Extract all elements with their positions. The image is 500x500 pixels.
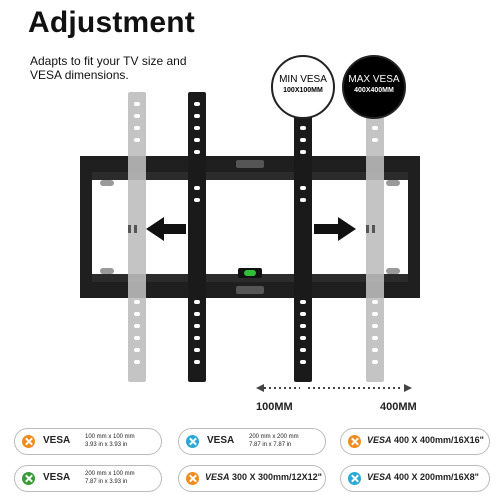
check-icon — [22, 435, 35, 448]
max-vesa-badge: MAX VESA 400X400MM — [342, 55, 406, 119]
right-arrow-icon — [314, 217, 375, 241]
legend-item-vesa-400x200: VESA 400 X 200mm/16X8" — [340, 465, 490, 492]
check-icon — [22, 472, 35, 485]
min-vesa-badge: MIN VESA 100X100MM — [271, 55, 335, 119]
legend-item-vesa-300x300: VESA 300 X 300mm/12X12" — [178, 465, 326, 492]
legend-text: VESA 400 X 400mm/16X16" — [367, 435, 484, 445]
legend-text: VESA 300 X 300mm/12X12" — [205, 472, 322, 482]
legend-label: VESA — [207, 435, 235, 446]
max-dimension-label: 400MM — [380, 401, 417, 413]
page-subtitle: Adapts to fit your TV size and VESA dime… — [30, 54, 187, 82]
legend-label: VESA — [43, 435, 71, 446]
dimension-arrows — [256, 384, 412, 392]
check-icon — [186, 472, 199, 485]
arm-left — [188, 92, 206, 382]
ghost-arm-holes — [134, 102, 378, 364]
min-vesa-size: 100X100MM — [283, 87, 323, 94]
legend-text: VESA 400 X 200mm/16X8" — [367, 472, 479, 482]
wall-plate-slots — [100, 160, 400, 294]
max-vesa-label: MAX VESA — [348, 74, 400, 85]
bubble-level — [238, 268, 262, 278]
check-icon — [186, 435, 199, 448]
left-arrow-icon — [128, 217, 186, 241]
min-dimension-label: 100MM — [256, 401, 293, 413]
check-icon — [348, 435, 361, 448]
check-icon — [348, 472, 361, 485]
page-title: Adjustment — [28, 6, 195, 39]
arm-right — [294, 92, 312, 382]
max-vesa-size: 400X400MM — [354, 87, 394, 94]
arm-holes — [194, 102, 306, 364]
legend-label: VESA — [43, 472, 71, 483]
min-vesa-label: MIN VESA — [279, 74, 327, 85]
legend-item-vesa-400x400: VESA 400 X 400mm/16X16" — [340, 428, 490, 455]
